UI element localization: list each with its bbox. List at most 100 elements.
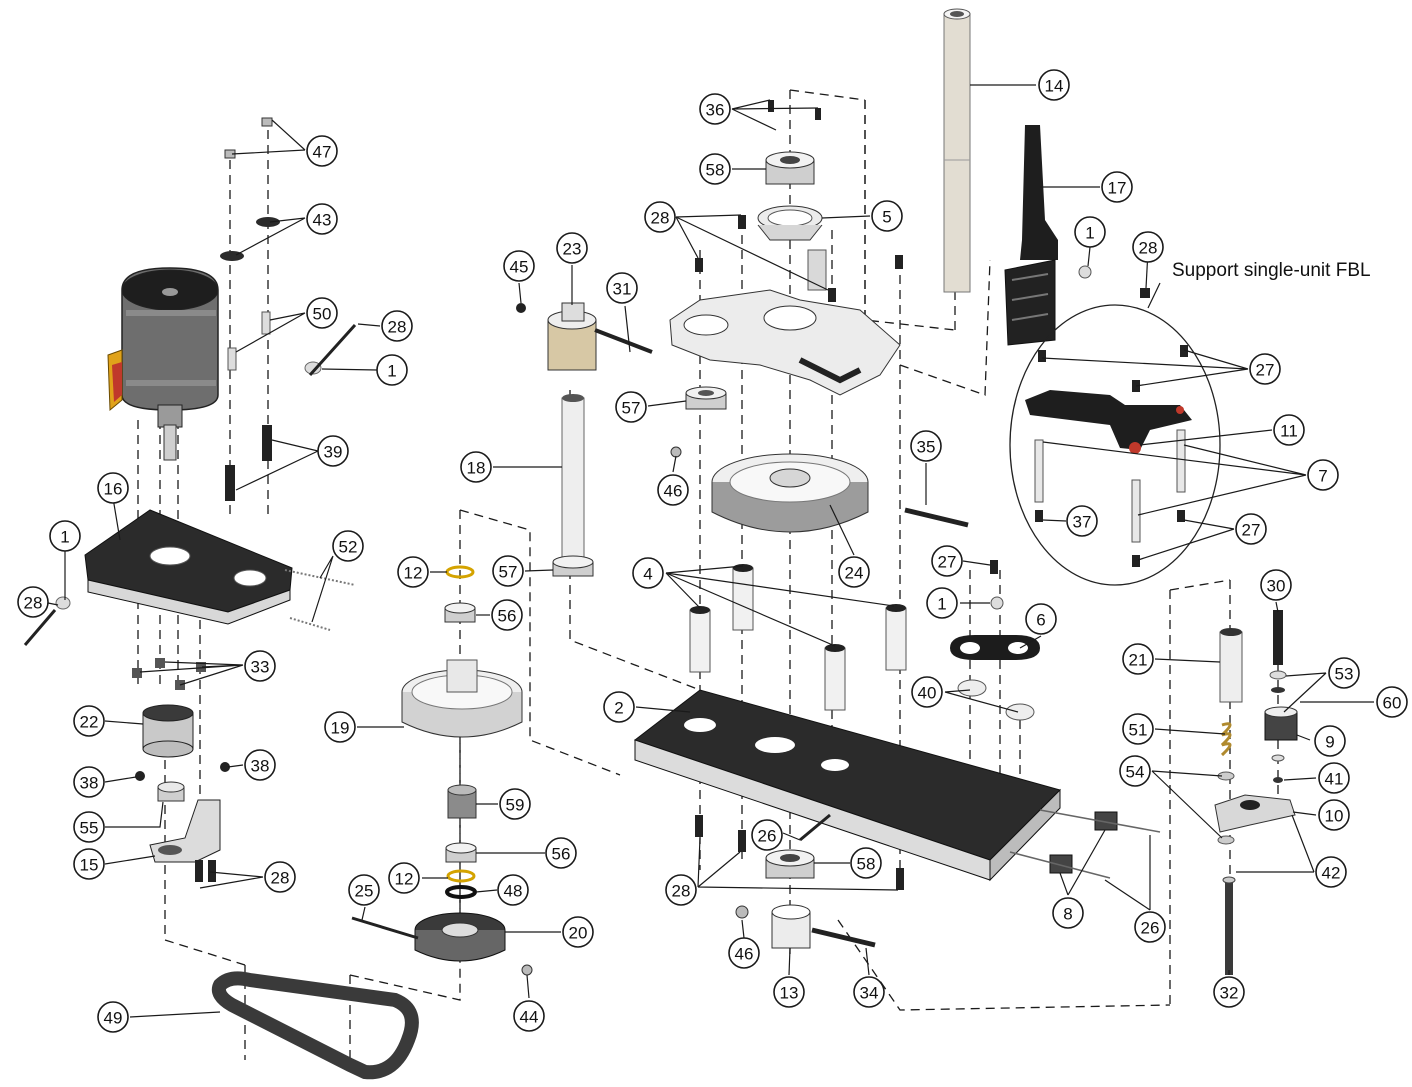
callout-number: 6 <box>1036 611 1045 630</box>
callout-circle <box>1315 856 1347 888</box>
callout-number: 37 <box>1073 513 1092 532</box>
servo-plate-6 <box>950 635 1040 721</box>
callout-number: 12 <box>395 870 414 889</box>
tail-pulley-19 <box>401 659 523 738</box>
callout-number: 30 <box>1267 577 1286 596</box>
callout-number: 42 <box>1322 864 1341 883</box>
callout-number: 57 <box>499 563 518 582</box>
bracket-17 <box>1004 125 1058 346</box>
callout-circle <box>910 430 942 462</box>
bearing-block-5 <box>757 205 823 241</box>
callout-10: 10 <box>1318 799 1350 831</box>
callout-number: 47 <box>313 143 332 162</box>
callout-50: 50 <box>306 297 338 329</box>
callout-number: 28 <box>271 869 290 888</box>
callout-7: 7 <box>1307 459 1339 491</box>
callout-number: 13 <box>780 984 799 1003</box>
callout-circle <box>632 557 664 589</box>
callout-38: 38 <box>244 749 276 781</box>
callout-59: 59 <box>499 788 531 820</box>
callout-circle <box>615 391 647 423</box>
callout-number: 1 <box>937 595 946 614</box>
callout-circle <box>306 135 338 167</box>
fbl-standoffs-7 <box>1034 345 1188 567</box>
callout-26: 26 <box>1134 911 1166 943</box>
callout-number: 54 <box>1126 763 1145 782</box>
callout-16: 16 <box>97 472 129 504</box>
bearing-58-bottom <box>765 849 815 879</box>
pulley-20 <box>351 912 533 976</box>
callout-circle <box>492 555 524 587</box>
callout-34: 34 <box>853 976 885 1008</box>
callout-circle <box>1318 762 1350 794</box>
callout-circle <box>97 472 129 504</box>
callout-circle <box>73 811 105 843</box>
bearing-56-top <box>444 602 476 623</box>
bearing-56-bottom <box>445 842 477 863</box>
callout-58: 58 <box>850 847 882 879</box>
callout-circle <box>1134 911 1166 943</box>
callout-circle <box>1122 643 1154 675</box>
callout-49: 49 <box>97 1001 129 1033</box>
callout-12: 12 <box>388 862 420 894</box>
callout-circle <box>1328 657 1360 689</box>
callout-26: 26 <box>751 819 783 851</box>
callout-circle <box>388 862 420 894</box>
callout-number: 14 <box>1045 77 1064 96</box>
pulley-9 <box>1264 670 1298 783</box>
callout-number: 39 <box>324 443 343 462</box>
callout-48: 48 <box>497 874 529 906</box>
callout-28: 28 <box>665 874 697 906</box>
callout-circle <box>73 766 105 798</box>
callout-28: 28 <box>644 201 676 233</box>
callout-number: 51 <box>1129 721 1148 740</box>
callout-number: 22 <box>80 713 99 732</box>
callout-37: 37 <box>1066 505 1098 537</box>
callout-circle <box>306 203 338 235</box>
callout-circle <box>911 676 943 708</box>
callout-circle <box>1235 513 1267 545</box>
callout-number: 58 <box>857 855 876 874</box>
callout-27: 27 <box>1235 513 1267 545</box>
callout-number: 10 <box>1325 807 1344 826</box>
callout-circle <box>850 847 882 879</box>
callout-20: 20 <box>562 916 594 948</box>
callout-number: 52 <box>339 538 358 557</box>
tail-drive-assembly <box>351 302 727 976</box>
fbl-support-detail <box>1009 282 1221 586</box>
rings-12-48 <box>445 869 477 899</box>
callout-circle <box>324 711 356 743</box>
callout-27: 27 <box>931 545 963 577</box>
motor-assembly <box>23 117 419 1080</box>
callout-52: 52 <box>332 530 364 562</box>
shaft-18 <box>561 394 585 564</box>
callout-57: 57 <box>615 391 647 423</box>
callout-18: 18 <box>460 451 492 483</box>
callout-number: 28 <box>672 882 691 901</box>
callout-circle <box>332 530 364 562</box>
callout-circle <box>562 916 594 948</box>
callout-circle <box>773 976 805 1008</box>
upper-frame <box>669 249 901 396</box>
callout-number: 23 <box>563 240 582 259</box>
spring-51 <box>1220 722 1232 757</box>
callout-circle <box>926 587 958 619</box>
callout-circle <box>1066 505 1098 537</box>
callout-31: 31 <box>606 272 638 304</box>
callout-circle <box>699 93 731 125</box>
callout-number: 26 <box>1141 919 1160 938</box>
callout-number: 7 <box>1318 467 1327 486</box>
callout-39: 39 <box>317 435 349 467</box>
callout-1: 1 <box>1074 216 1106 248</box>
bottom-plate-2 <box>633 689 1061 882</box>
callout-number: 19 <box>331 719 350 738</box>
bracket-15 <box>149 799 221 863</box>
callout-45: 45 <box>503 250 535 282</box>
callout-46: 46 <box>728 937 760 969</box>
callout-circle <box>838 556 870 588</box>
callout-55: 55 <box>73 811 105 843</box>
callout-38: 38 <box>73 766 105 798</box>
bearing-58-top <box>765 151 815 185</box>
shaft-21 <box>1219 628 1243 703</box>
mounts-8 <box>1009 809 1161 879</box>
